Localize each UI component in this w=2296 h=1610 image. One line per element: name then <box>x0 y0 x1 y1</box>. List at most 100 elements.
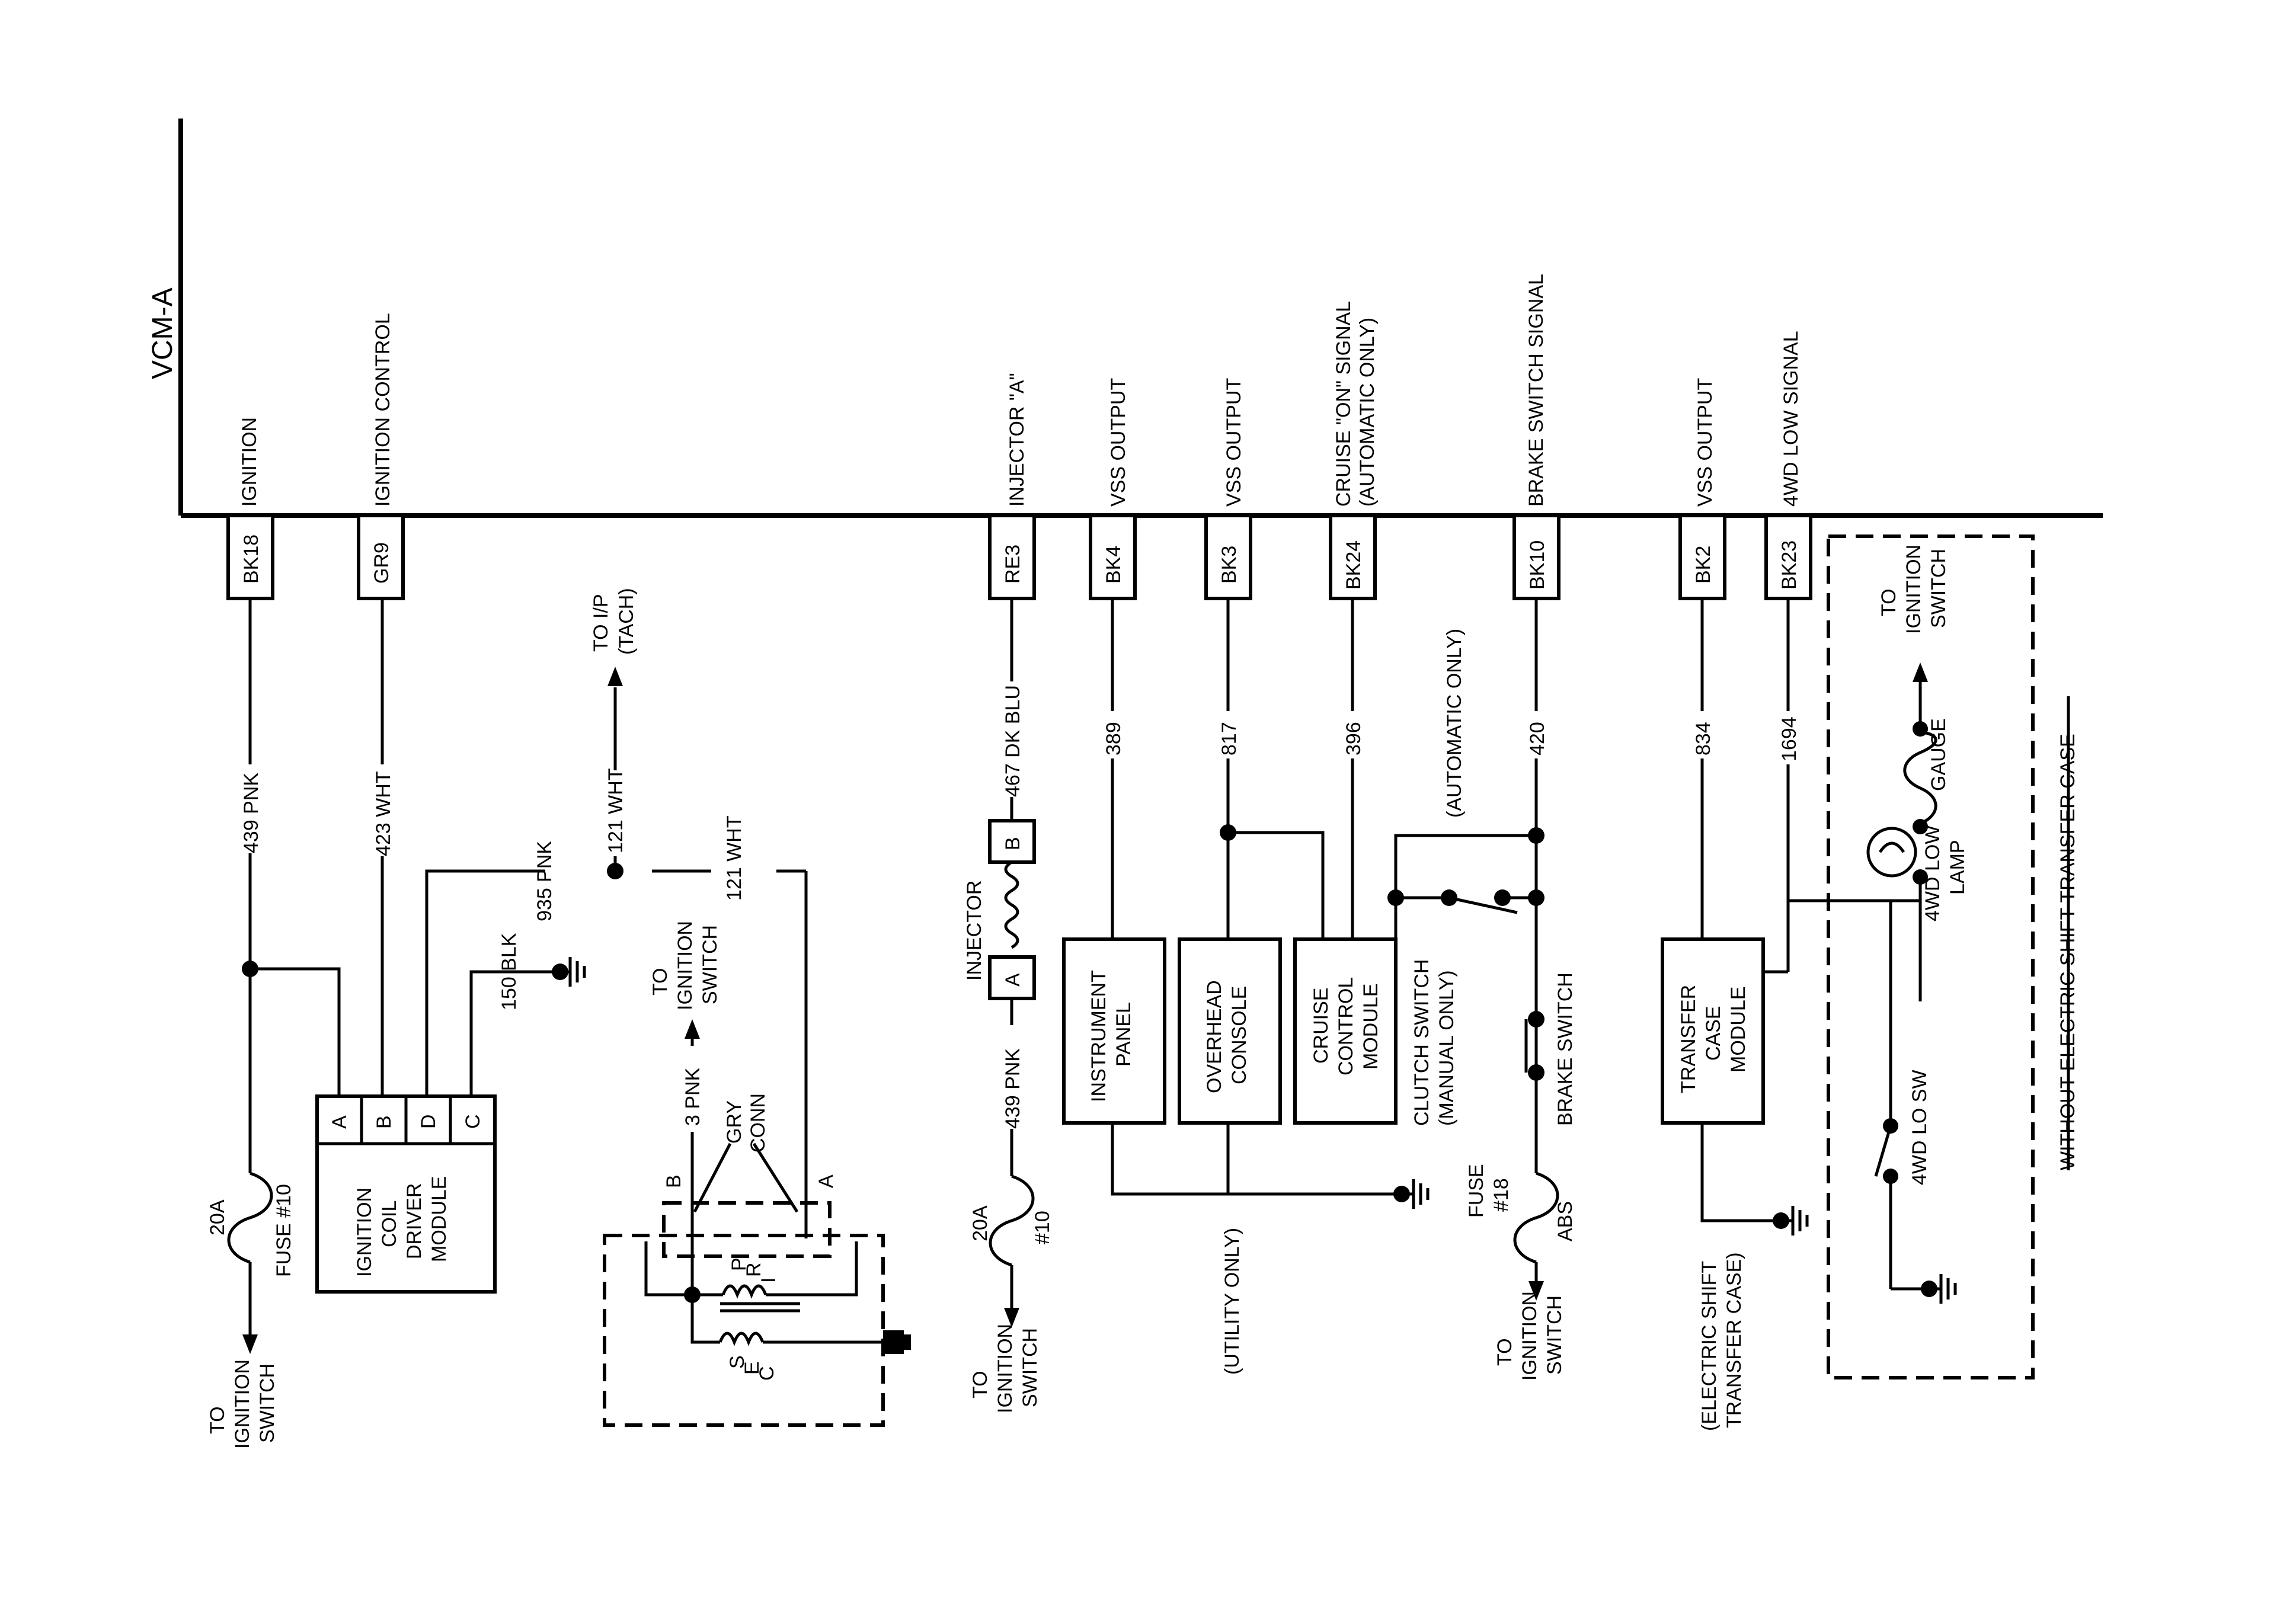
svg-text:1694: 1694 <box>1778 716 1801 761</box>
svg-text:A: A <box>328 1115 351 1129</box>
svg-text:CRUISE: CRUISE <box>1310 988 1332 1064</box>
signal-label-bk24-b: (AUTOMATIC ONLY) <box>1356 318 1379 507</box>
svg-text:420: 420 <box>1526 722 1549 756</box>
svg-text:C: C <box>756 1366 778 1381</box>
manual-only-label: (MANUAL ONLY) <box>1435 970 1458 1126</box>
svg-text:BK2: BK2 <box>1692 546 1715 584</box>
svg-text:TRANSFER CASE): TRANSFER CASE) <box>1723 1252 1745 1428</box>
svg-text:SWITCH: SWITCH <box>1543 1295 1566 1375</box>
conn-label: CONN <box>747 1093 769 1153</box>
svg-text:FUSE: FUSE <box>1465 1164 1488 1218</box>
svg-text:BK24: BK24 <box>1342 540 1365 590</box>
to-ip-label: TO I/P <box>590 594 612 652</box>
circuit-bk10-brake: 420 (AUTOMATIC ONLY) CLUTCH SWITCH (MANU… <box>1387 598 1576 1381</box>
pin-bk10: BK10 <box>1512 514 1560 600</box>
svg-text:MODULE: MODULE <box>428 1176 450 1262</box>
clutch-switch-label: CLUTCH SWITCH <box>1411 959 1433 1126</box>
transfer-case-module: TRANSFER CASE MODULE <box>1661 937 1765 1125</box>
circuit-transfer-case: 834 1694 TRANSFER CASE MODULE (ELECTRIC … <box>1661 598 1922 1431</box>
signal-label-bk3: VSS OUTPUT <box>1223 378 1245 507</box>
signal-label-bk2: VSS OUTPUT <box>1694 378 1716 507</box>
svg-text:BK23: BK23 <box>1778 540 1801 590</box>
signal-label-bk23: 4WD LOW SIGNAL <box>1780 331 1802 507</box>
pin-signal-labels: IGNITION IGNITION CONTROL INJECTOR "A" V… <box>238 274 1802 507</box>
circuit-re3-injector: 467 DK BLU B A INJECTOR 439 PNK 20A #10 … <box>963 598 1054 1413</box>
svg-text:OVERHEAD: OVERHEAD <box>1203 980 1226 1093</box>
wire-label-467-dk-blu: 467 DK BLU <box>1002 685 1024 797</box>
circuit-gr9-ignition-control: 423 WHT 935 PNK 121 WHT 121 WHT TO I/P (… <box>372 588 808 1191</box>
svg-text:B: B <box>663 1174 685 1188</box>
fuse-amp-label: 20A <box>206 1199 229 1235</box>
svg-text:(ELECTRIC SHIFT: (ELECTRIC SHIFT <box>1698 1261 1721 1431</box>
svg-text:TO: TO <box>969 1371 992 1398</box>
svg-text:TO: TO <box>1494 1338 1516 1366</box>
instrument-panel: INSTRUMENT PANEL <box>1062 937 1166 1125</box>
pin-bk3: BK3 <box>1204 514 1252 600</box>
signal-label-bk4: VSS OUTPUT <box>1107 378 1130 507</box>
svg-text:MODULE: MODULE <box>1360 984 1382 1070</box>
cruise-control-module: CRUISE CONTROL MODULE <box>1293 937 1398 1125</box>
gauge-fuse-symbol <box>1903 730 1937 825</box>
svg-text:CASE: CASE <box>1702 1006 1725 1061</box>
svg-text:PANEL: PANEL <box>1112 1002 1135 1067</box>
svg-text:20A: 20A <box>969 1205 992 1241</box>
fuse-10-label: FUSE #10 <box>273 1184 295 1277</box>
overhead-console: OVERHEAD CONSOLE <box>1178 937 1282 1125</box>
svg-text:#10: #10 <box>1031 1211 1054 1244</box>
ignition-coil-driver-module: A B D C IGNITION COIL DRIVER MODULE <box>315 1094 497 1294</box>
wire-label-423-wht: 423 WHT <box>372 771 395 856</box>
svg-text:INSTRUMENT: INSTRUMENT <box>1088 970 1110 1102</box>
pin-bk4: BK4 <box>1089 514 1137 600</box>
wire-label-3-pnk: 3 PNK <box>682 1067 704 1126</box>
svg-text:I: I <box>757 1278 780 1283</box>
svg-text:IGNITION: IGNITION <box>994 1324 1016 1413</box>
ignition-coil-assembly: B A GRY CONN 3 PNK TO IGNITION SWITCH P … <box>603 921 911 1427</box>
svg-text:ABS: ABS <box>1554 1201 1576 1241</box>
tach-label: (TACH) <box>615 588 638 655</box>
svg-text:TRANSFER: TRANSFER <box>1677 985 1700 1093</box>
svg-text:D: D <box>417 1114 440 1129</box>
wire-label-121-wht-vert: 121 WHT <box>605 768 627 853</box>
pin-bk23: BK23 <box>1764 514 1812 600</box>
brake-switch-label: BRAKE SWITCH <box>1554 972 1576 1126</box>
svg-text:GAUGE: GAUGE <box>1927 718 1950 791</box>
signal-label-bk10: BRAKE SWITCH SIGNAL <box>1525 274 1547 507</box>
svg-text:CONTROL: CONTROL <box>1335 977 1357 1076</box>
to-ignition-ign-2: IGNITION <box>674 921 696 1010</box>
svg-text:B: B <box>373 1115 395 1129</box>
svg-text:834: 834 <box>1692 722 1715 756</box>
pin-bk18: BK18 <box>226 514 274 600</box>
svg-text:COIL: COIL <box>378 1201 401 1247</box>
svg-text:BK10: BK10 <box>1526 540 1549 590</box>
gry-label: GRY <box>723 1100 746 1144</box>
svg-text:IGNITION: IGNITION <box>1902 545 1925 634</box>
svg-text:S: S <box>726 1355 749 1369</box>
to-ignition-to-1: TO <box>206 1406 229 1434</box>
svg-text:817: 817 <box>1218 722 1240 756</box>
to-ignition-sw-1: SWITCH <box>256 1363 279 1443</box>
svg-text:E: E <box>741 1361 763 1375</box>
wire-label-121-wht-horiz: 121 WHT <box>723 815 746 901</box>
svg-text:TO: TO <box>1878 588 1900 616</box>
wire-label-935-pnk: 935 PNK <box>533 841 556 921</box>
svg-text:LAMP: LAMP <box>1946 840 1969 895</box>
svg-text:RE3: RE3 <box>1002 545 1024 584</box>
svg-text:A: A <box>815 1174 837 1188</box>
wire-label-439-pnk: 439 PNK <box>240 773 263 853</box>
circuit-bk18-ignition: 439 PNK 20A FUSE #10 TO IGNITION SWITCH <box>206 598 341 1449</box>
wire-label-439-pnk-inj: 439 PNK <box>1002 1048 1024 1129</box>
pin-gr9: GR9 <box>357 514 405 600</box>
svg-text:R: R <box>743 1262 765 1277</box>
svg-text:396: 396 <box>1342 722 1365 756</box>
svg-text:IGNITION: IGNITION <box>1518 1291 1541 1381</box>
svg-text:MODULE: MODULE <box>1727 987 1750 1073</box>
svg-text:B: B <box>1002 837 1024 850</box>
svg-text:P: P <box>728 1257 750 1271</box>
signal-label-gr9: IGNITION CONTROL <box>372 313 394 507</box>
signal-label-bk24: CRUISE "ON" SIGNAL <box>1332 301 1355 507</box>
svg-text:389: 389 <box>1102 722 1125 756</box>
svg-text:4WD LOW: 4WD LOW <box>1921 825 1944 921</box>
to-ignition-sw-2: SWITCH <box>699 925 721 1004</box>
svg-text:C: C <box>462 1114 484 1129</box>
